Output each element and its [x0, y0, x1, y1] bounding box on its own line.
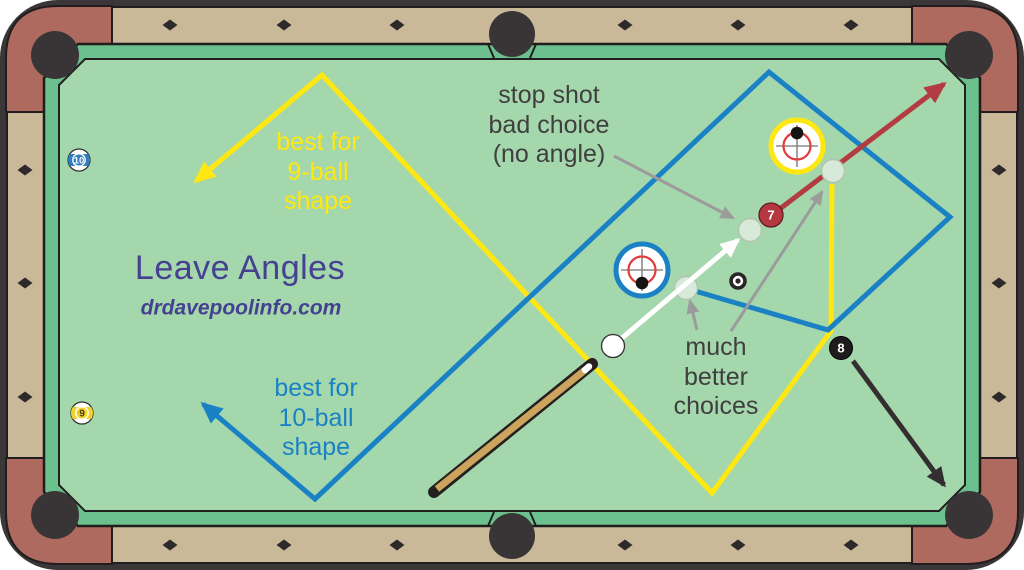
diamond [991, 164, 1007, 176]
ball-nine-number: 9 [79, 409, 85, 420]
cue-stick-tip [581, 363, 593, 374]
ghost-ball-stop-shot [737, 217, 763, 243]
diamond [617, 539, 633, 551]
diamond [162, 539, 178, 551]
pocket-top-middle [489, 11, 535, 57]
draw-contact-dot [635, 276, 649, 290]
diamond [991, 277, 1007, 289]
follow-spin-target [768, 117, 826, 175]
ball-ten-number: 10 [74, 155, 85, 166]
diamond [389, 19, 405, 31]
cue-stick-shaft [434, 367, 588, 492]
annotation-arrow-stop-shot [613, 154, 735, 220]
follow-contact-dot [790, 126, 804, 140]
marker-dot [735, 278, 741, 284]
ball-eight: 8 [829, 336, 853, 360]
annotation-stop-shot: stop shot bad choice (no angle) [488, 80, 610, 168]
ball-ten: 10 [67, 148, 91, 172]
position-marker [729, 272, 747, 290]
diamond [162, 19, 178, 31]
ball-seven-body [758, 202, 784, 228]
page-title: Leave Angles [134, 248, 346, 287]
ball-eight-body [829, 336, 853, 360]
follow-leave-path-yellow [193, 71, 835, 497]
pocket-bottom-right [945, 491, 993, 539]
annotation-ten-ball-shape: best for 10-ball shape [274, 373, 358, 461]
draw-spin-target [613, 241, 671, 299]
diamond [17, 277, 33, 289]
diamond [276, 19, 292, 31]
ball-nine-number-ring [75, 406, 89, 420]
cue-ball-aim-arrow [620, 238, 741, 340]
ball-ten-number-ring [72, 153, 86, 167]
annotation-nine-ball-shape: best for 9-ball shape [276, 127, 360, 215]
website-credit: drdavepoolinfo.com [140, 296, 342, 320]
rail-diamonds [17, 19, 1007, 551]
seven-ball-pocket-arrow [779, 82, 947, 210]
cue-ball [600, 333, 626, 359]
ball-eight-number: 8 [837, 341, 844, 356]
diamond [991, 391, 1007, 403]
pocket-top-right [945, 31, 993, 79]
annotation-arrow-better-1 [686, 298, 700, 331]
ghost-ball-choice-high [820, 158, 846, 184]
annotation-better-choices: much better choices [673, 332, 759, 420]
diamond [730, 539, 746, 551]
cue-stick [428, 358, 598, 498]
ball-seven-number: 7 [767, 208, 774, 223]
diamond [17, 391, 33, 403]
pocket-bottom-left [31, 491, 79, 539]
diamond [276, 539, 292, 551]
ball-seven: 7 [758, 202, 784, 228]
cushion-pocket-cuts [487, 43, 537, 527]
pocket-top-left [31, 31, 79, 79]
diamond [730, 19, 746, 31]
draw-leave-path-blue [200, 68, 954, 503]
diamond [843, 19, 859, 31]
annotation-arrow-better-2 [729, 190, 824, 332]
eight-ball-pocket-arrow [850, 359, 947, 488]
diamond [617, 19, 633, 31]
diamond [17, 164, 33, 176]
ball-nine: 9 [70, 401, 94, 425]
diamond [389, 539, 405, 551]
pocket-bottom-middle [489, 513, 535, 559]
diamond [843, 539, 859, 551]
felt [58, 58, 966, 512]
